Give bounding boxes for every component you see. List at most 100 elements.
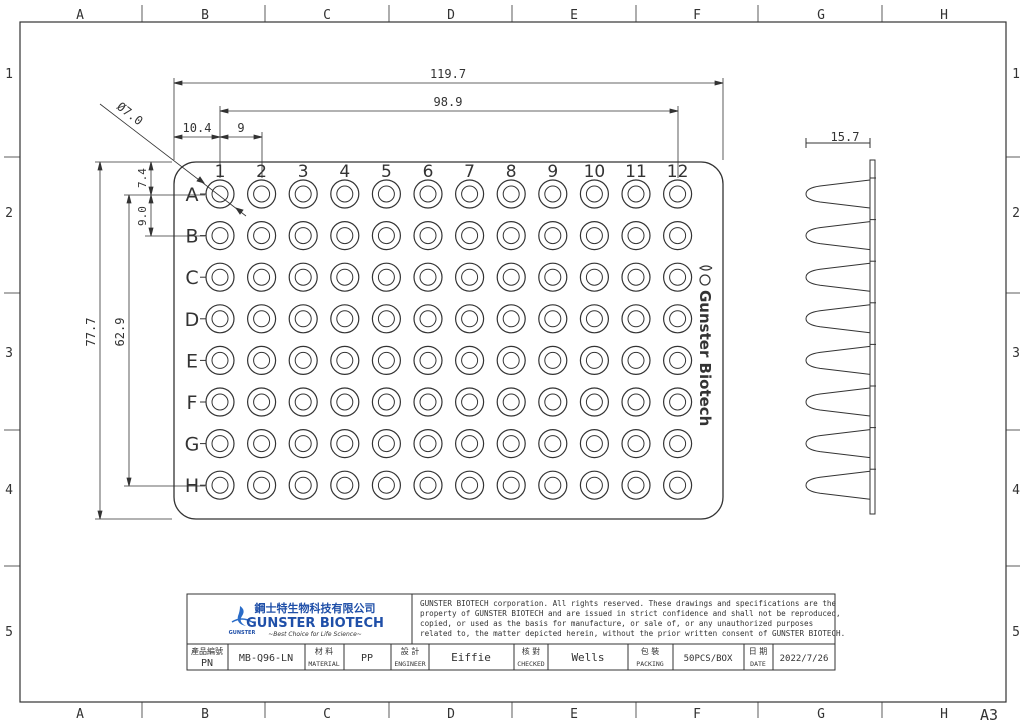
well: [662, 387, 693, 417]
sheet-size: A3: [980, 706, 998, 722]
row-label: G: [185, 434, 200, 456]
engineer-label-cn: 設 計: [401, 646, 420, 656]
dim-side-width: 15.7: [831, 130, 860, 144]
well: [538, 345, 568, 375]
well: [371, 221, 401, 251]
well: [538, 304, 568, 334]
side-view: [805, 138, 876, 515]
well: [496, 345, 526, 375]
date-value: 2022/7/26: [780, 654, 829, 664]
grid-row-label: 3: [5, 346, 13, 361]
col-label: 6: [423, 162, 434, 182]
well: [538, 179, 568, 209]
well: [413, 304, 443, 334]
tube-profile: [805, 429, 871, 459]
well: [330, 179, 360, 209]
grid-col-label: D: [447, 707, 455, 722]
well: [455, 304, 485, 334]
material-label-en: MATERIAL: [308, 660, 339, 668]
well: [330, 221, 360, 251]
well: [371, 470, 401, 500]
dimensions-top: [99, 78, 724, 217]
logo-swoosh-icon: [231, 618, 253, 623]
brand-mark: Gunster Biotech: [696, 265, 714, 426]
well: [413, 387, 443, 417]
tube-profile: [805, 387, 871, 417]
well: [371, 429, 401, 459]
well: [330, 429, 360, 459]
pn-label-en: PN: [201, 658, 213, 669]
well: [621, 304, 651, 334]
well: [662, 429, 693, 459]
packing-label-cn: 包 裝: [641, 646, 660, 656]
well: [330, 387, 360, 417]
well: [205, 262, 235, 292]
col-label: 8: [506, 162, 517, 182]
company-slogan: ~Best Choice for Life Science~: [268, 631, 362, 638]
well: [205, 429, 235, 459]
well: [371, 262, 401, 292]
grid-row-label: 2: [1012, 206, 1020, 221]
well: [413, 179, 443, 209]
well: [621, 429, 651, 459]
grid-col-label: F: [693, 707, 701, 722]
well: [205, 345, 235, 375]
well: [455, 387, 485, 417]
well: [662, 262, 693, 292]
well: [288, 345, 318, 375]
notice-line: copied, or used as the basis for manufac…: [420, 619, 813, 628]
well: [662, 345, 693, 375]
well: [538, 221, 568, 251]
well: [247, 262, 277, 292]
well: [579, 304, 610, 334]
well: [371, 345, 401, 375]
brand-leaf-icon: [698, 265, 713, 271]
well: [247, 429, 277, 459]
well: [330, 470, 360, 500]
row-label: B: [185, 226, 198, 248]
well: [330, 304, 360, 334]
well: [662, 470, 693, 500]
well: [455, 429, 485, 459]
well: [247, 470, 277, 500]
grid-col-label: D: [447, 8, 455, 23]
col-label: 10: [584, 162, 606, 182]
grid-col-label: G: [817, 707, 825, 722]
dim-well-diameter: Ø7.0: [114, 99, 145, 128]
tube-profile: [805, 179, 871, 209]
grid-row-label: 1: [5, 67, 13, 82]
date-label-en: DATE: [750, 660, 766, 668]
dim-pitch-y: 9.0: [136, 206, 149, 226]
logo-leaf-icon: [237, 606, 246, 626]
well: [455, 345, 485, 375]
grid-row-label: 5: [1012, 625, 1020, 640]
tube-profile: [805, 221, 871, 251]
col-label: 7: [464, 162, 475, 182]
grid-row-label: 5: [5, 625, 13, 640]
dimensions-left: [95, 161, 205, 520]
well: [621, 387, 651, 417]
company-name-cn: 鋼士特生物科技有限公司: [254, 601, 376, 615]
row-label: C: [185, 267, 198, 289]
checked-value: Wells: [571, 651, 604, 664]
well: [662, 304, 693, 334]
well: [330, 262, 360, 292]
dim-overall-width: 119.7: [430, 67, 466, 81]
material-label-cn: 材 料: [315, 646, 334, 656]
grid-col-label: B: [201, 8, 209, 23]
row-label: D: [185, 309, 200, 331]
tube-profile: [805, 345, 871, 375]
well: [538, 429, 568, 459]
row-label: E: [186, 350, 198, 372]
grid-row-label: 4: [1012, 483, 1020, 498]
well: [579, 429, 610, 459]
well: [621, 221, 651, 251]
grid-col-label: F: [693, 8, 701, 23]
well: [288, 470, 318, 500]
grid-col-label: A: [76, 707, 84, 722]
well: [413, 470, 443, 500]
plate-outline: [173, 161, 724, 520]
well-grid: [205, 179, 693, 500]
grid-row-label: 3: [1012, 346, 1020, 361]
